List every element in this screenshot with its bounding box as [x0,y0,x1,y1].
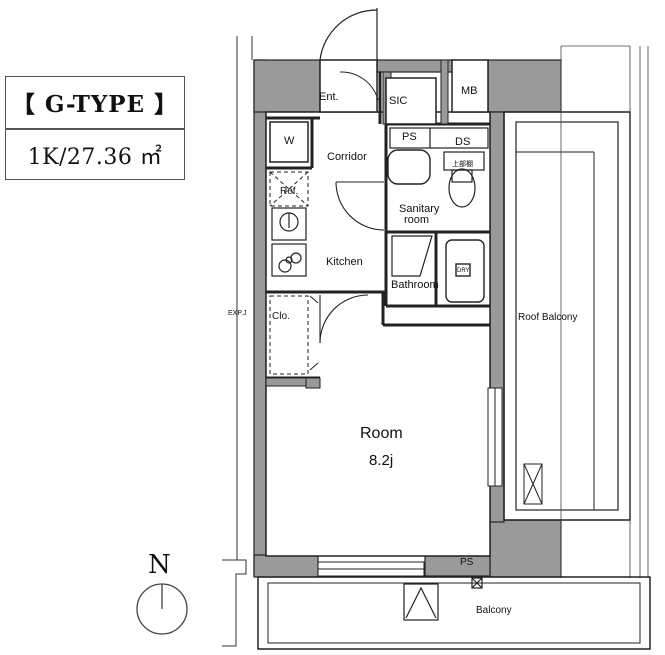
label-entrance: Ent. [319,91,339,103]
label-exp-joint: EXP.J [228,310,247,317]
label-closet: Clo. [272,311,290,322]
label-ps-lower: PS [460,557,474,568]
corridor-door [335,181,385,231]
expansion-joint [236,36,253,560]
wall-north-west [253,59,321,113]
label-sanitary-2: room [404,214,429,226]
bathroom-vanity [391,235,433,277]
exterior-siding [560,45,649,578]
label-north: N [148,550,171,580]
label-balcony: Balcony [476,605,512,616]
south-balcony [257,576,651,650]
label-corridor: Corridor [327,151,367,163]
label-roof-balcony: Roof Balcony [518,312,577,323]
refrigerator-space [269,171,309,207]
label-bathroom: Bathroom [391,279,439,291]
interior-rooms [265,59,491,557]
wall-west [253,59,267,576]
label-mb: MB [461,85,478,97]
south-balcony-hatch [403,577,483,621]
room-door [319,294,369,344]
exterior-lower-left [222,559,247,647]
washbasin [387,149,431,185]
mb-box [451,59,489,113]
label-dryer: DRY [457,268,470,274]
kitchen-stove [271,243,307,277]
sic-door [339,71,379,101]
kitchen-sink [271,207,307,241]
unit-type-spec: 1K/27.36 ㎡ [27,145,163,170]
label-room-size: 8.2j [369,452,393,469]
label-sic: SIC [389,95,407,107]
label-kitchen: Kitchen [326,256,363,268]
washer-space [269,121,309,163]
label-sanitary-1: Sanitary [399,203,440,215]
north-compass [136,583,188,635]
room-labels: Ent. SIC MB W Corridor PS DS Ref. Sanita… [148,85,577,616]
entrance-door [319,8,378,61]
wall-south-east [489,519,562,578]
room-window-south [317,561,425,577]
closet-space [269,295,319,375]
wall-south-west [253,554,319,578]
entrance-area [319,59,378,113]
room-window-east [487,387,503,487]
label-ps-upper: PS [402,131,417,143]
roof-balcony-hatch [523,463,543,505]
bathtub [445,239,485,303]
unit-type-box: 【 G-TYPE 】 1K/27.36 ㎡ [5,76,185,180]
label-ds: DS [455,136,470,148]
unit-type-divider [6,128,184,130]
label-refrigerator: Ref. [280,186,298,197]
interior-area [265,111,491,557]
unit-type-title: 【 G-TYPE 】 [11,91,179,118]
interior-walls [266,72,490,380]
wall-south-mid [424,555,491,577]
wall-north-east [487,59,562,113]
label-room-name: Room [360,425,403,442]
label-upper-shelf: 上部棚 [452,159,473,168]
ps-ds-shaft [389,127,489,149]
sic-closet [385,77,437,125]
label-washer: W [284,135,295,147]
toilet [443,151,485,208]
